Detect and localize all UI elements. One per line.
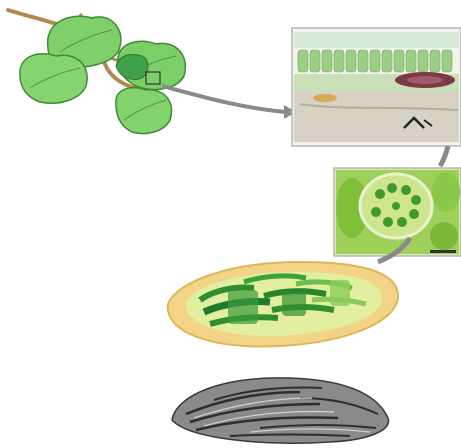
leaf-branch (8, 10, 185, 134)
chloroplast-tem (172, 378, 388, 443)
leaf (20, 54, 87, 103)
mesophyll-cell (334, 168, 461, 256)
leaf-cross-section (292, 28, 461, 146)
highlighted-leaf (116, 54, 148, 79)
leaf (116, 88, 172, 134)
chloroplast-illustration (168, 262, 398, 347)
arrow-right-icon (162, 86, 286, 112)
arrow-down-icon (440, 146, 448, 166)
